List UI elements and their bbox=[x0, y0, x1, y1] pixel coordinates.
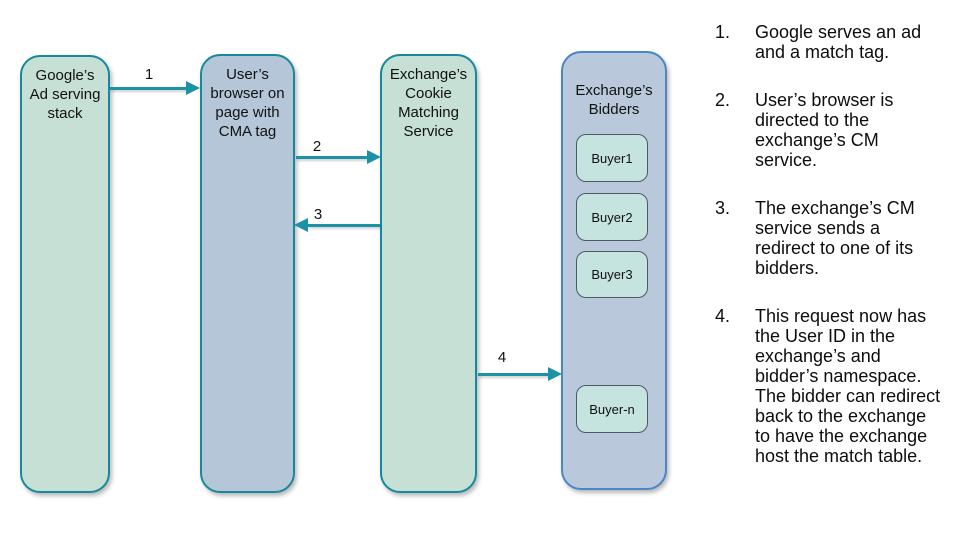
node-exchange-bidders: Exchange’s Bidders Buyer1 Buyer2 Buyer3 … bbox=[561, 51, 667, 490]
step-item-3: 3. The exchange’s CM service sends a red… bbox=[715, 198, 949, 278]
buyer-box-1: Buyer1 bbox=[576, 134, 648, 182]
node-google-ad-serving-stack: Google’s Ad serving stack bbox=[20, 55, 110, 493]
step-4-text: This request now has the User ID in the … bbox=[755, 306, 941, 466]
arrow-4-label: 4 bbox=[497, 349, 507, 366]
arrow-2-line bbox=[296, 156, 370, 159]
arrow-1-head-icon bbox=[186, 81, 200, 95]
node-user-browser: User’s browser on page with CMA tag bbox=[200, 54, 295, 493]
arrow-2-label: 2 bbox=[312, 138, 322, 155]
node-exchange-bidders-label: Exchange’s Bidders bbox=[575, 82, 653, 118]
arrow-4-line bbox=[478, 373, 550, 376]
arrow-3-head-icon bbox=[294, 218, 308, 232]
step-3-text: The exchange’s CM service sends a redire… bbox=[755, 198, 915, 278]
step-3-number: 3. bbox=[715, 198, 731, 218]
arrow-2-head-icon bbox=[367, 150, 381, 164]
arrow-3-label: 3 bbox=[313, 206, 323, 223]
arrow-4-head-icon bbox=[548, 367, 562, 381]
buyer-box-3: Buyer3 bbox=[576, 251, 648, 298]
arrow-3-line bbox=[308, 224, 380, 227]
step-1-text: Google serves an ad and a match tag. bbox=[755, 22, 922, 62]
buyer-box-n: Buyer-n bbox=[576, 385, 648, 433]
step-item-2: 2. User’s browser is directed to the exc… bbox=[715, 90, 949, 170]
arrow-1-label: 1 bbox=[144, 66, 154, 83]
step-item-4: 4. This request now has the User ID in t… bbox=[715, 306, 949, 466]
arrow-1-line bbox=[110, 87, 189, 90]
node-exchange-cookie-matching-service: Exchange’s Cookie Matching Service bbox=[380, 54, 477, 493]
step-4-number: 4. bbox=[715, 306, 731, 326]
step-list: 1. Google serves an ad and a match tag. … bbox=[715, 22, 949, 494]
step-2-text: User’s browser is directed to the exchan… bbox=[755, 90, 894, 170]
step-1-number: 1. bbox=[715, 22, 731, 42]
step-item-1: 1. Google serves an ad and a match tag. bbox=[715, 22, 949, 62]
buyer-box-2: Buyer2 bbox=[576, 193, 648, 241]
step-2-number: 2. bbox=[715, 90, 731, 110]
